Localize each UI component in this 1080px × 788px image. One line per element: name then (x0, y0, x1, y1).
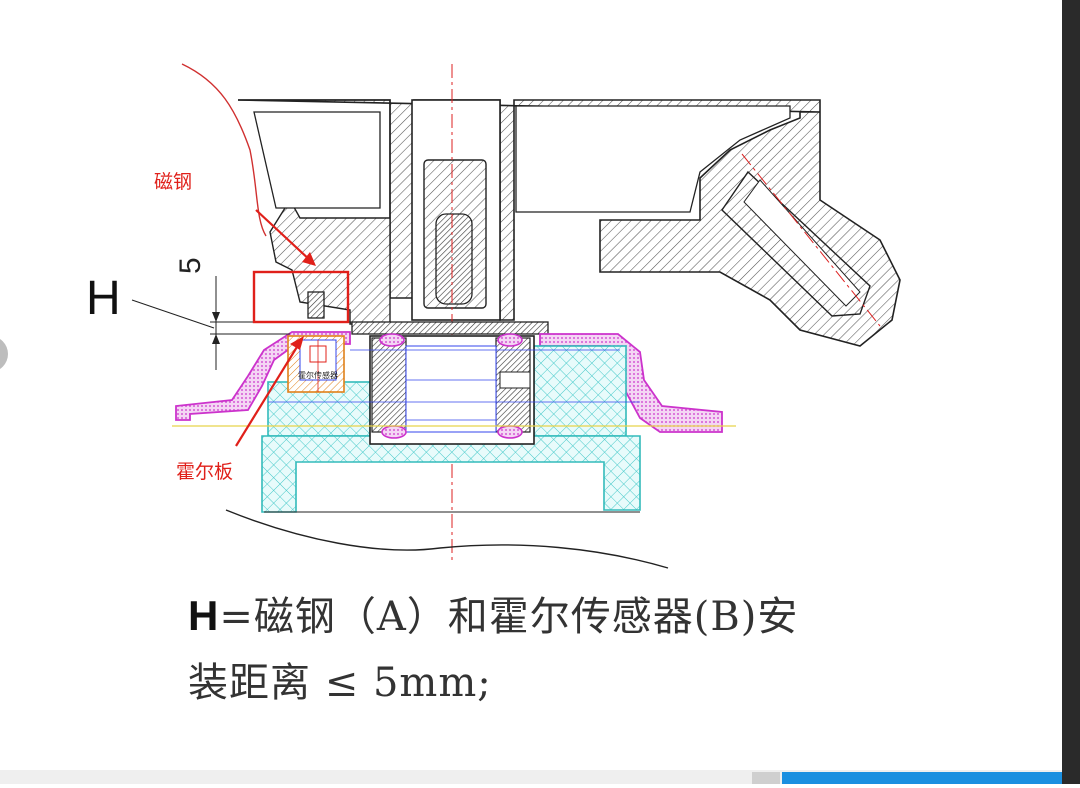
right-edge-panel (1062, 0, 1080, 784)
hall-board-label: 霍尔板 (176, 461, 233, 483)
bearing-bore (405, 345, 497, 433)
housing-right (533, 345, 627, 437)
side-scroll-knob[interactable] (0, 336, 8, 372)
seal-bottom-right (497, 425, 523, 439)
break-line (181, 63, 267, 237)
centerline-arm (741, 153, 881, 327)
magnet-highlight-box (252, 270, 350, 324)
seal-top-left (379, 333, 405, 347)
shaft-bolt-inner (435, 213, 473, 305)
dimension-value: 5 (174, 257, 207, 274)
sensor-tag: 霍尔传感器 (298, 370, 338, 380)
arm-bore (743, 179, 861, 307)
caption-text-1: =磁钢（A）和霍尔传感器(B)安 (219, 594, 799, 640)
magnet-arrow (255, 209, 313, 263)
housing-base (261, 435, 641, 513)
bottom-scroll-thumb[interactable] (752, 772, 780, 784)
tub-outline (225, 509, 669, 569)
set-screw (499, 371, 531, 389)
caption-h: H (188, 592, 220, 639)
caption-line-1: H=磁钢（A）和霍尔传感器(B)安 (188, 584, 948, 642)
upper-body-left (238, 99, 391, 325)
cavity-left (253, 111, 381, 209)
seal-bottom-left (381, 425, 407, 439)
hall-arrow (235, 341, 301, 447)
magenta-cover (175, 331, 351, 421)
bottom-accent-bar (782, 772, 1062, 784)
seal-top-right (497, 333, 523, 347)
caption-line-2: 装距离 ≤ 5mm; (188, 660, 492, 706)
magnet-block (307, 291, 325, 319)
cavity-right (515, 105, 791, 213)
magnet-label: 磁钢 (154, 171, 192, 193)
h-label: H (86, 272, 121, 325)
flange-plate (351, 321, 549, 335)
bearing-ring-left (371, 337, 407, 433)
